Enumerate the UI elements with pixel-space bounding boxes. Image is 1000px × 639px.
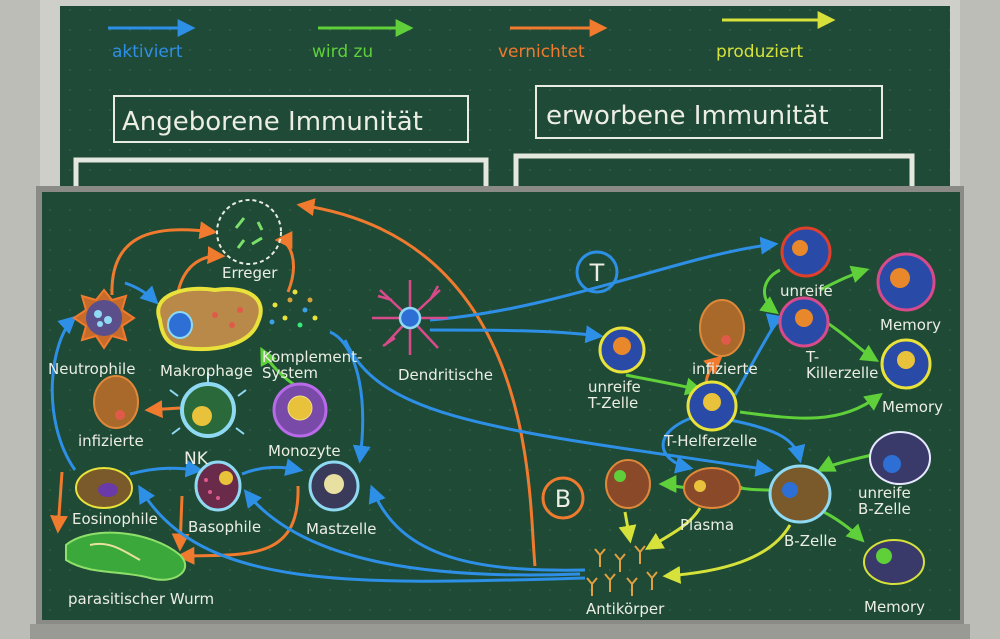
memory-killer-cell [876, 252, 936, 312]
memory-helper-cell [880, 338, 932, 390]
cell-labels: Erreger Neutrophile Makrophage Komplemen… [48, 264, 943, 618]
parasitic-worm [65, 531, 187, 581]
neutrophil-cell [72, 288, 136, 350]
antibody-cell [605, 459, 651, 509]
label-memory-helper: Memory [882, 398, 943, 416]
label-infected-left: infizierte [78, 432, 144, 450]
basophil-cell [194, 460, 242, 512]
eosinophil-cell [75, 467, 133, 509]
plasma-cell [683, 467, 741, 509]
label-complement: Komplement-System [262, 348, 362, 382]
label-mast-cell: Mastzelle [306, 520, 377, 538]
label-parasitic-worm: parasitischer Wurm [68, 590, 214, 608]
label-immature-killer: unreife [780, 282, 833, 300]
branch-labels: T B [541, 250, 619, 520]
label-nk: NK [184, 449, 209, 469]
cells [65, 199, 936, 596]
mast-cell [308, 460, 360, 512]
label-eosinophil: Eosinophile [72, 510, 158, 528]
monocyte-cell [272, 382, 328, 438]
label-killer-t: T-Killerzelle [805, 348, 878, 382]
legend-becomes-label: wird zu [312, 42, 373, 62]
label-basophil: Basophile [188, 518, 261, 536]
b-cell [768, 464, 832, 524]
label-infected-right: infizierte [692, 360, 758, 378]
label-dendritic: Dendritische [398, 366, 493, 384]
label-monocyte: Monozyte [268, 442, 341, 460]
antibodies [586, 545, 658, 596]
pathogen-cell [216, 199, 282, 265]
label-memory-killer: Memory [880, 316, 941, 334]
immature-b-cell [869, 431, 931, 485]
headers: Angeborene Immunität erworbene Immunität [73, 85, 915, 186]
acquired-immunity-title: erworbene Immunität [546, 101, 829, 131]
arrows [50, 198, 883, 584]
label-macrophage: Makrophage [160, 362, 253, 380]
macrophage-cell [156, 286, 263, 352]
label-b-cell: B-Zelle [784, 532, 837, 550]
legend-destroys-label: vernichtet [498, 42, 585, 62]
innate-immunity-title: Angeborene Immunität [122, 107, 423, 137]
b-branch-label: B [555, 485, 571, 513]
killer-t-cell [778, 296, 830, 348]
dendritic-cell [372, 280, 448, 355]
complement-system [269, 289, 318, 328]
infected-cell-left [93, 375, 139, 429]
label-neutrophil: Neutrophile [48, 360, 135, 378]
legend: aktiviert wird zu vernichtet produziert [108, 11, 836, 62]
label-memory-b: Memory [864, 598, 925, 616]
memory-b-cell [863, 539, 925, 585]
legend-activates-label: aktiviert [112, 42, 183, 62]
nk-cell [169, 372, 247, 438]
immature-killer-t-cell [780, 226, 832, 278]
label-pathogen: Erreger [222, 264, 278, 282]
legend-produces-label: produziert [716, 42, 803, 62]
label-helper-t: T-Helferzelle [663, 432, 757, 450]
label-antibody: Antikörper [586, 600, 665, 618]
helper-t-cell [686, 380, 738, 432]
immature-t-cell [598, 326, 646, 374]
label-plasma: Plasma [680, 516, 734, 534]
infected-cell-right [699, 299, 745, 357]
t-branch-label: T [589, 259, 605, 287]
